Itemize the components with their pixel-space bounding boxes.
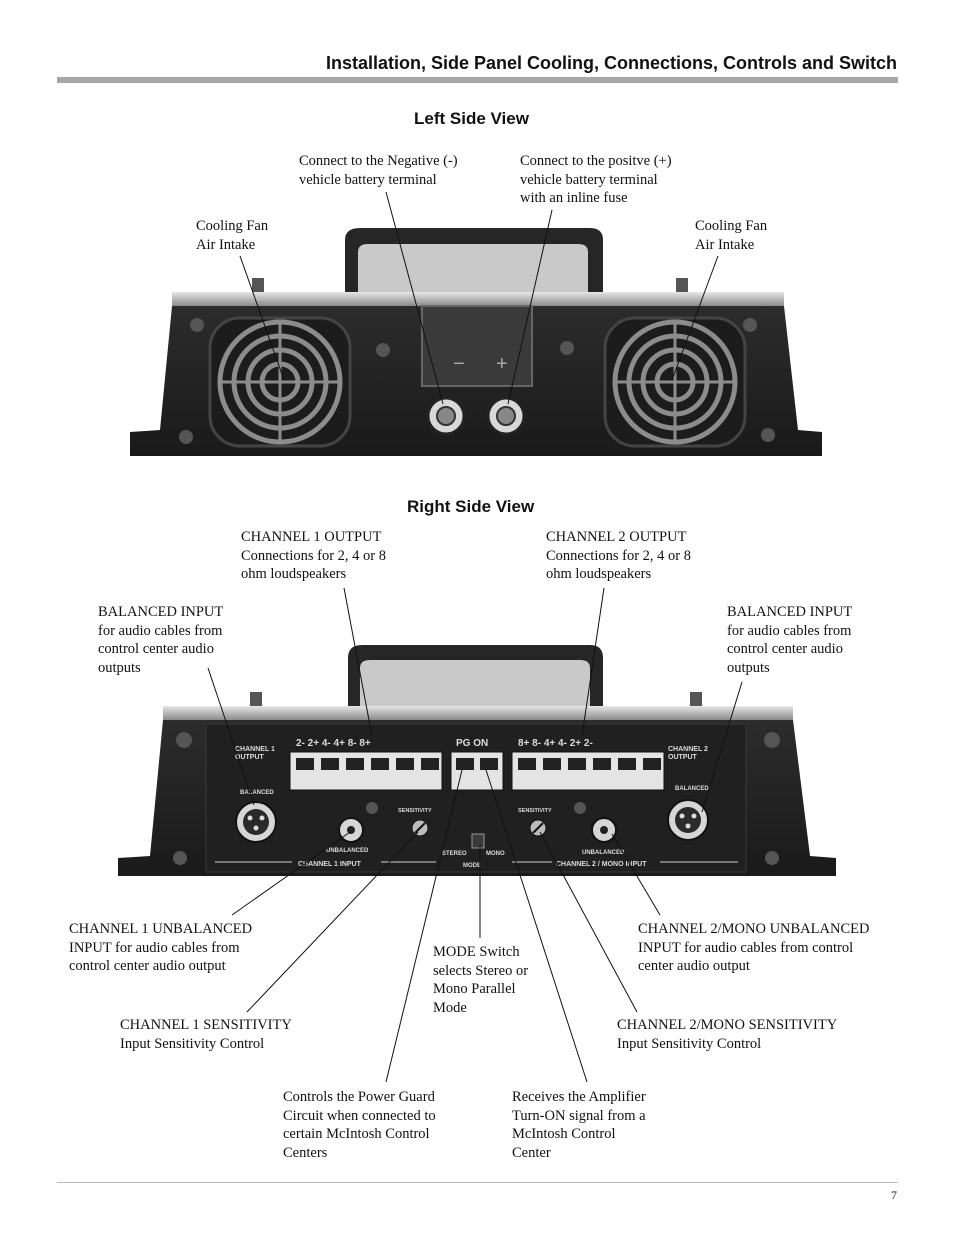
ch1-terminal-labels: 2- 2+ 4- 4+ 8- 8+ bbox=[296, 738, 371, 749]
fan-right-icon bbox=[603, 316, 747, 448]
stud-left-right-view bbox=[250, 692, 262, 706]
heatsink-hump-right bbox=[348, 645, 603, 706]
stud-right-right-view bbox=[690, 692, 702, 706]
caption-turn-on: Receives the Amplifier Turn-ON signal fr… bbox=[512, 1089, 646, 1161]
ch1-output-terminal-block[interactable] bbox=[289, 751, 443, 791]
caption-ch2-unbalanced: CHANNEL 2/MONO UNBALANCED INPUT for audi… bbox=[638, 921, 870, 975]
stud-left bbox=[252, 278, 264, 292]
sensitivity-label-left: SENSITIVITY bbox=[398, 808, 432, 814]
caption-ch1-sensitivity: CHANNEL 1 SENSITIVITY Input Sensitivity … bbox=[120, 1017, 292, 1052]
pg-on-label: PG ON bbox=[456, 738, 488, 749]
positive-terminal-icon bbox=[486, 396, 526, 436]
left-leader-lines bbox=[239, 191, 719, 405]
stud-right bbox=[676, 278, 688, 292]
caption-power-guard: Controls the Power Guard Circuit when co… bbox=[283, 1089, 436, 1161]
caption-ch1-output: CHANNEL 1 OUTPUT Connections for 2, 4 or… bbox=[241, 529, 386, 583]
page-title: Installation, Side Panel Cooling, Connec… bbox=[325, 53, 897, 73]
balanced-label-left: BALANCED bbox=[240, 790, 274, 796]
sensitivity-knob-right-icon[interactable] bbox=[529, 819, 547, 837]
ch2-input-label: CHANNEL 2 / MONO INPUT bbox=[556, 861, 647, 868]
heatsink-hump bbox=[345, 228, 603, 292]
unbalanced-label-left: UNBALANCED bbox=[326, 848, 369, 854]
mounting-holes bbox=[179, 318, 775, 444]
stereo-label: STEREO bbox=[442, 851, 467, 857]
fan-left-icon bbox=[208, 316, 352, 448]
caption-negative-terminal: Connect to the Negative (-) vehicle batt… bbox=[299, 153, 458, 188]
ch1-input-label: CHANNEL 1 INPUT bbox=[298, 861, 362, 868]
rca-unbalanced-right-icon[interactable] bbox=[591, 817, 617, 843]
xlr-balanced-left-icon[interactable] bbox=[235, 801, 277, 843]
minus-mark: − bbox=[453, 353, 465, 375]
caption-positive-terminal: Connect to the positve (+) vehicle batte… bbox=[520, 153, 672, 207]
rca-unbalanced-left-icon[interactable] bbox=[338, 817, 364, 843]
pg-on-terminal-block[interactable] bbox=[450, 751, 504, 791]
mode-label: MODE bbox=[463, 863, 481, 869]
xlr-balanced-right-icon[interactable] bbox=[667, 799, 709, 841]
top-strip bbox=[172, 292, 784, 306]
footer-rule bbox=[57, 1182, 898, 1183]
ch2-output-terminal-block[interactable] bbox=[511, 751, 665, 791]
right-view-title: Right Side View bbox=[407, 497, 535, 516]
caption-ch1-unbalanced: CHANNEL 1 UNBALANCED INPUT for audio cab… bbox=[69, 921, 253, 975]
caption-ch2-sensitivity: CHANNEL 2/MONO SENSITIVITY Input Sensiti… bbox=[617, 1017, 838, 1052]
mono-label: MONO bbox=[486, 851, 505, 857]
plus-mark: + bbox=[496, 353, 508, 375]
header-rule bbox=[57, 77, 898, 83]
sensitivity-label-right: SENSITIVITY bbox=[518, 808, 552, 814]
caption-balanced-left: BALANCED INPUT for audio cables from con… bbox=[98, 604, 224, 676]
mode-switch-icon[interactable] bbox=[471, 833, 485, 849]
top-strip-right-view bbox=[163, 706, 793, 720]
page-number: 7 bbox=[891, 1188, 897, 1202]
balanced-label-right: BALANCED bbox=[675, 786, 709, 792]
negative-terminal-icon bbox=[426, 396, 466, 436]
caption-balanced-right: BALANCED INPUT for audio cables from con… bbox=[727, 604, 853, 676]
caption-mode-switch: MODE Switch selects Stereo or Mono Paral… bbox=[433, 944, 529, 1016]
mounting-holes-right-view bbox=[173, 732, 780, 865]
left-view-title: Left Side View bbox=[414, 109, 529, 128]
sensitivity-knob-left-icon[interactable] bbox=[411, 819, 429, 837]
ch2-terminal-labels: 8+ 8- 4+ 4- 2+ 2- bbox=[518, 738, 593, 749]
terminal-window bbox=[421, 305, 533, 387]
unbalanced-label-right: UNBALANCED bbox=[582, 850, 625, 856]
caption-ch2-output: CHANNEL 2 OUTPUT Connections for 2, 4 or… bbox=[546, 529, 691, 583]
caption-fan-right: Cooling Fan Air Intake bbox=[695, 218, 768, 253]
caption-fan-left: Cooling Fan Air Intake bbox=[196, 218, 269, 253]
right-leader-lines bbox=[207, 587, 743, 1083]
